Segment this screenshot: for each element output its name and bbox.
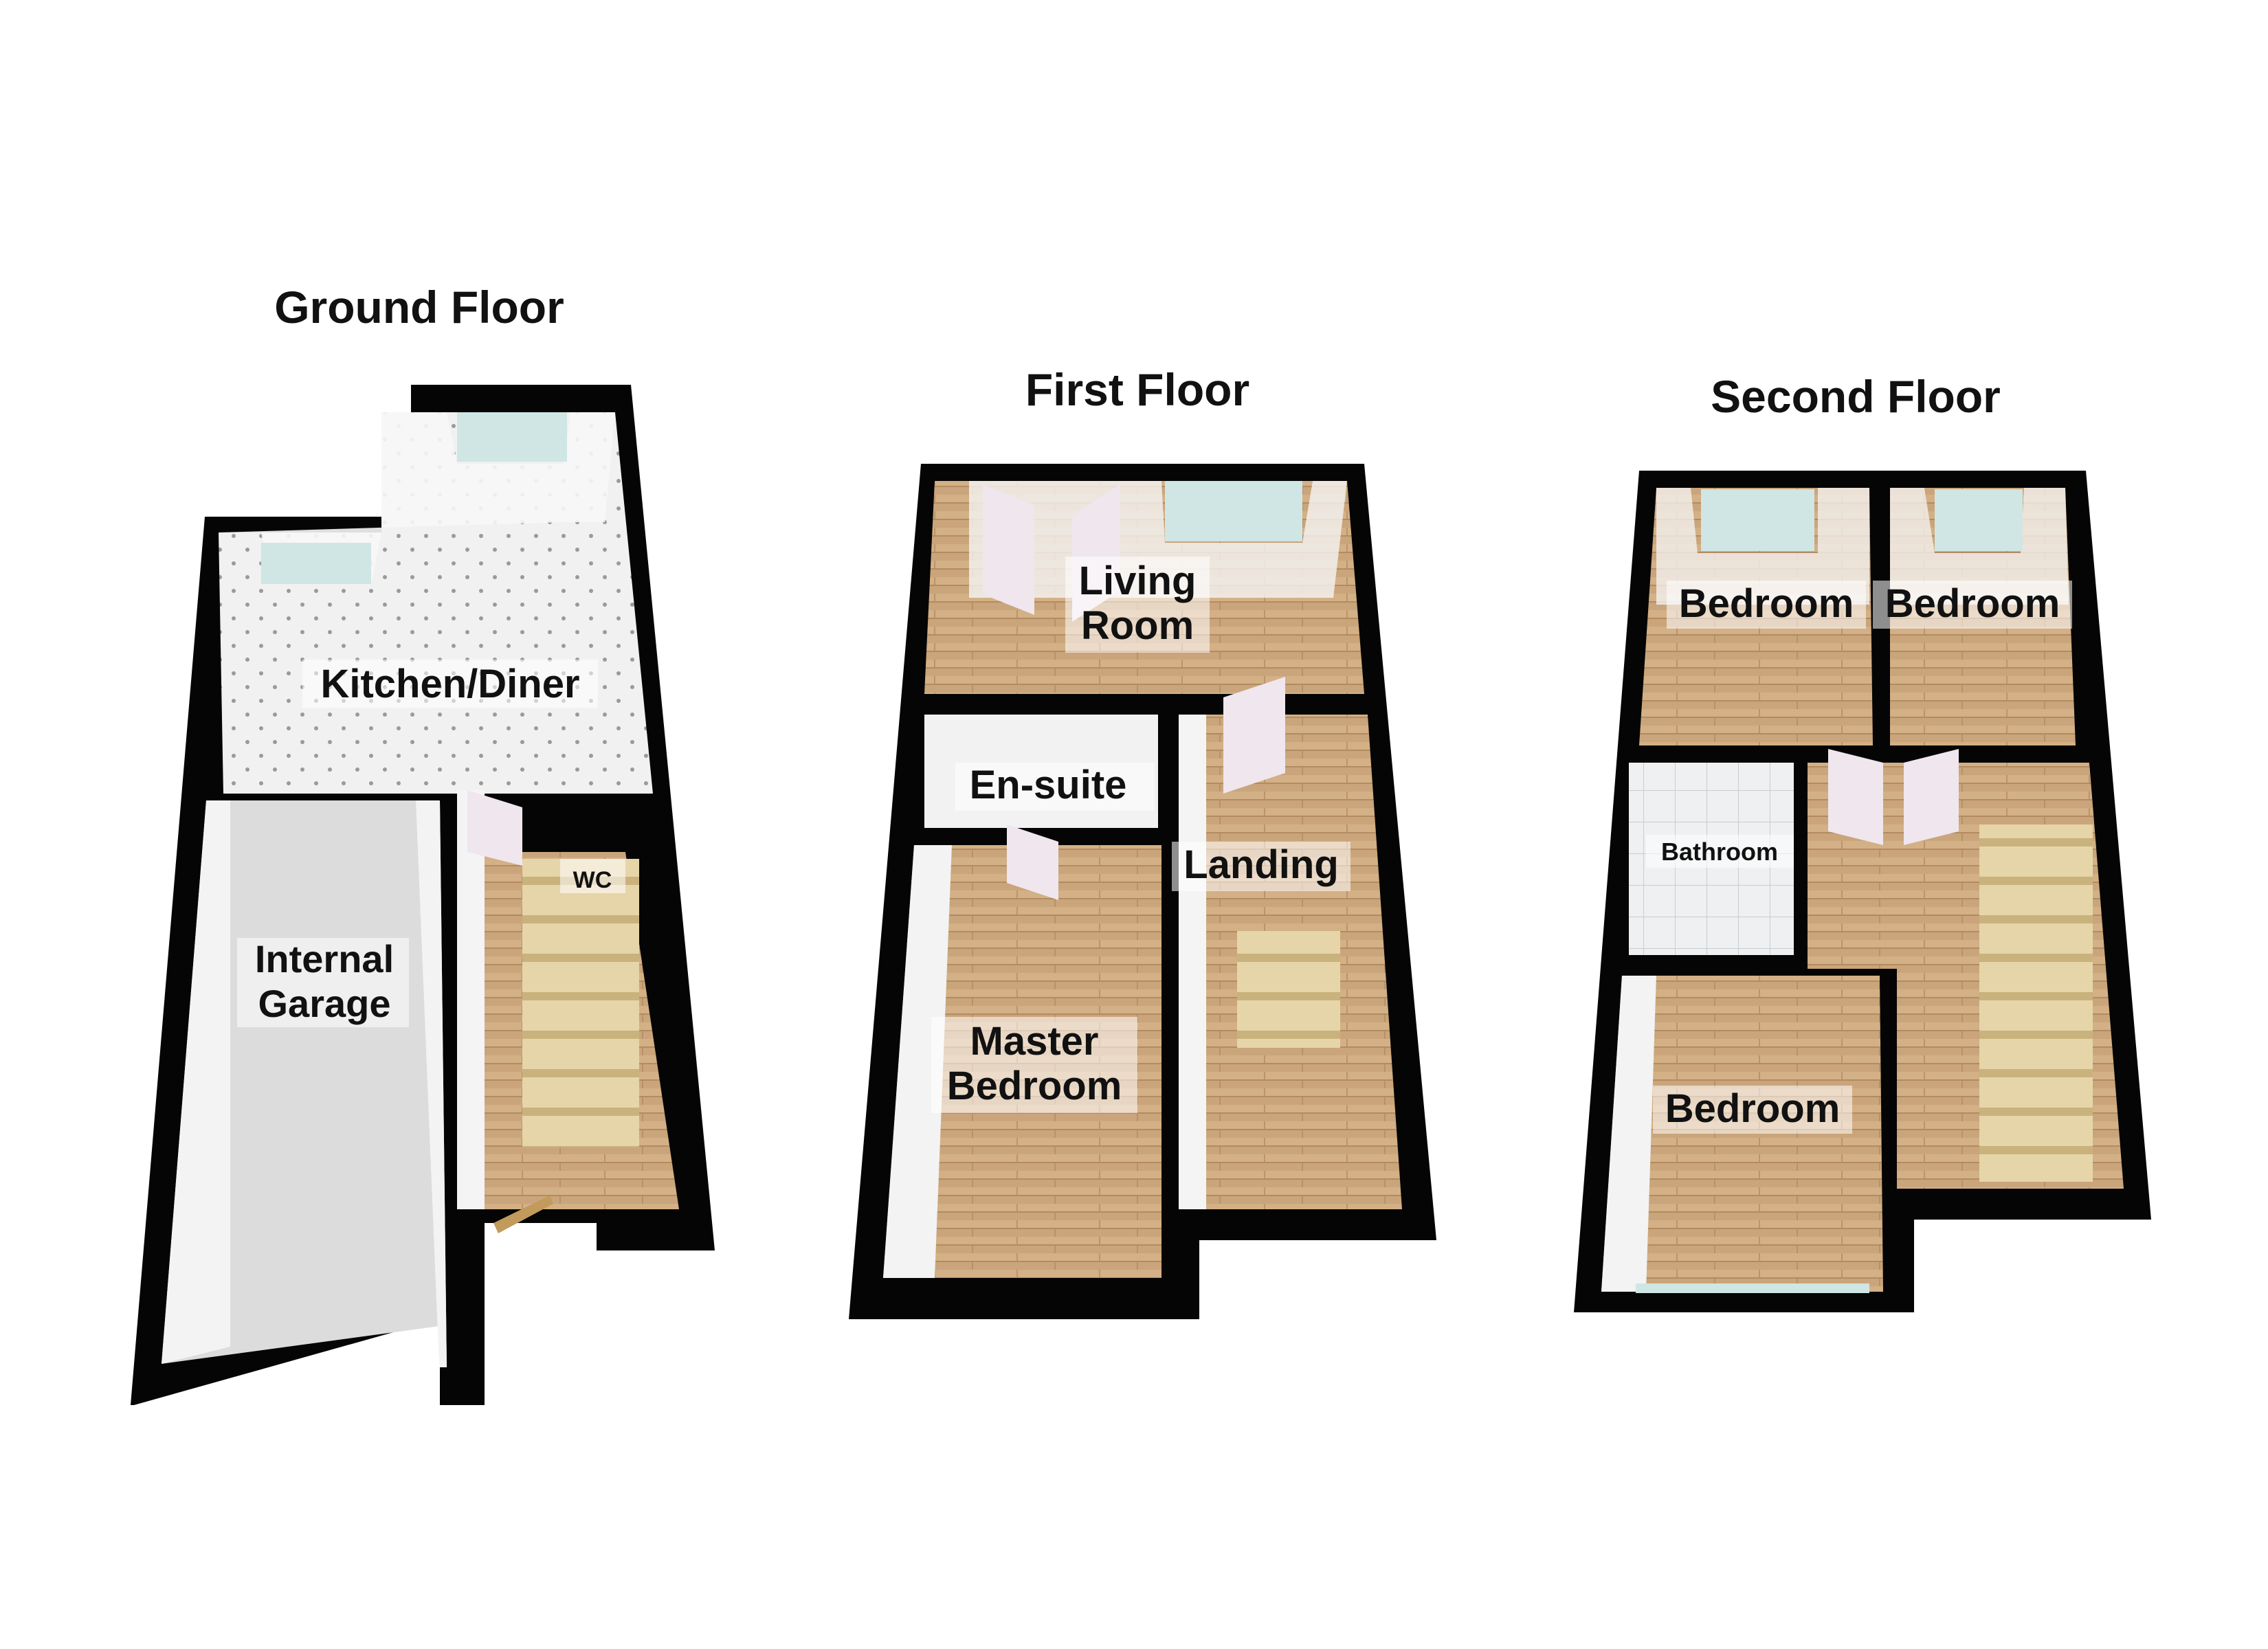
room-label-bedroom: Bedroom [947,1064,1122,1108]
label-backdrop [1172,842,1350,891]
room-label-room: Room [1081,603,1194,648]
ground-floor-title: Ground Floor [274,282,564,333]
room-label-kitchen-diner: Kitchen/Diner [320,662,579,706]
second-floor: Second Floor Bedroom Bedroom Bathroom Be… [1574,371,2151,1312]
label-backdrop [931,1017,1137,1113]
label-backdrop [560,859,625,893]
staircase [1979,824,2093,1182]
bedroom-back-wall [1656,488,1869,605]
living-room-back-wall [935,481,1347,598]
living-room-door [983,484,1034,615]
kitchen-back-wall [219,412,615,584]
hallway-wall-shade [457,790,485,1209]
landing-stairwell [1237,931,1340,1048]
landing-door [1223,677,1285,794]
first-floor-title: First Floor [1025,364,1249,415]
bedroom-back-wall [1890,488,2069,605]
staircase [522,859,639,1147]
room-label-internal: Internal [255,937,394,980]
garage-wall-shade [162,800,230,1364]
label-backdrop [1873,581,2072,629]
bedroom-wall-shade [1601,976,1656,1292]
label-backdrop [1646,835,1794,868]
room-label-living: Living [1079,559,1197,603]
room-label-wc: WC [573,867,612,893]
landing-door [1904,749,1959,845]
room-label-bathroom: Bathroom [1661,838,1778,866]
ground-floor: Ground Floor Kitchen/Diner Internal Gara… [131,282,715,1405]
label-backdrop [302,660,598,708]
room-label-master: Master [970,1019,1099,1064]
bedroom-window [1701,489,1814,551]
second-floor-title: Second Floor [1711,371,2001,422]
label-backdrop [1065,557,1210,653]
landing-door [1828,749,1883,845]
label-backdrop [1653,1086,1852,1134]
landing-wall-shade [1179,715,1206,1209]
label-backdrop [955,763,1155,811]
garage-wall-shade [416,800,447,1367]
master-bedroom-door [1007,824,1058,900]
room-label-garage: Garage [258,982,391,1025]
kitchen-window [261,543,371,584]
room-label-bedroom: Bedroom [1885,581,2060,626]
room-label-landing: Landing [1183,842,1339,887]
front-door [493,1196,553,1233]
first-floor: First Floor Living Room En-suite Landing… [849,364,1436,1319]
living-room-window [1165,481,1302,541]
master-bedroom-wall-shade [883,845,952,1278]
bedroom-window [1935,489,2023,551]
label-backdrop [237,938,409,1027]
label-backdrop [1667,581,1866,629]
kitchen-window [457,412,567,462]
hallway-door [467,790,522,866]
room-label-bedroom: Bedroom [1665,1086,1841,1131]
room-label-bedroom: Bedroom [1679,581,1854,626]
room-label-en-suite: En-suite [970,763,1127,807]
bedroom-window [1636,1283,1869,1293]
